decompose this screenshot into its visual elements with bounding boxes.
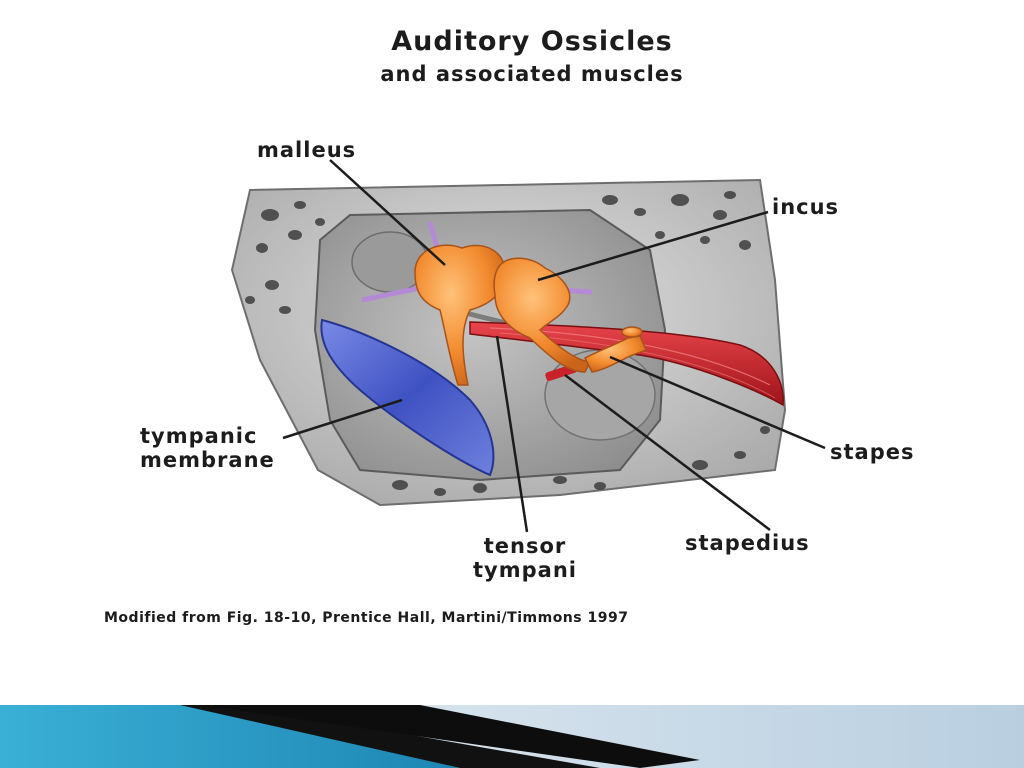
leader-lines: [282, 159, 826, 533]
temporal-bone: [230, 178, 787, 507]
label-stapes: stapes: [830, 440, 915, 464]
tympanic-membrane-shape: [320, 318, 495, 477]
figure-credit: Modified from Fig. 18-10, Prentice Hall,…: [104, 610, 629, 626]
diagram-subtitle: and associated muscles: [380, 62, 684, 86]
label-tensor-tympani: tensor tympani: [473, 534, 577, 582]
label-malleus: malleus: [257, 138, 357, 162]
diagram-title: Auditory Ossicles: [391, 26, 673, 57]
label-tympanic-line1: tympanic: [140, 424, 258, 448]
label-tympanic-line2: membrane: [140, 448, 275, 472]
label-stapedius: stapedius: [685, 531, 810, 555]
footer-band: [0, 705, 1024, 768]
ossicles-shape: [414, 244, 647, 386]
label-tympanic-membrane: tympanic membrane: [140, 424, 275, 472]
label-tensor-line2: tympani: [473, 558, 577, 582]
label-tensor-line1: tensor: [483, 534, 567, 558]
label-incus: incus: [772, 195, 840, 219]
bone-pores: [245, 191, 770, 496]
